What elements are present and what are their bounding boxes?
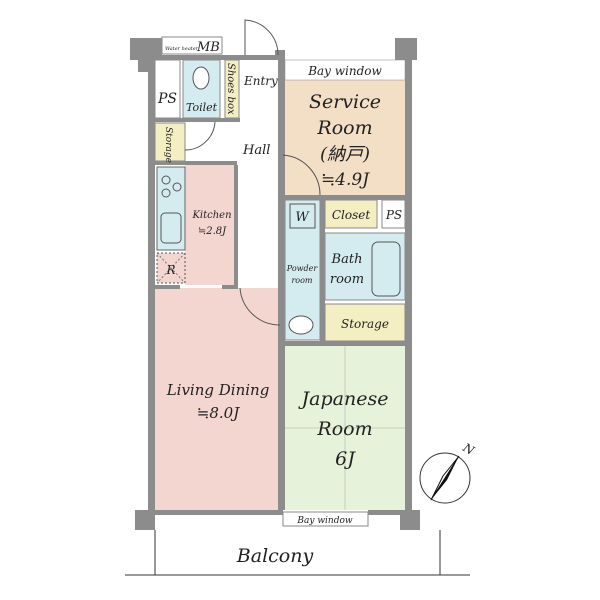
bay-window-bottom-label: Bay window [296, 516, 352, 526]
mb-label: MB [196, 40, 220, 55]
living-dining-label: Living Dining [166, 381, 270, 399]
bay-window-top-label: Bay window [307, 64, 382, 78]
washer-box [289, 203, 316, 229]
storage-small-label: Storage [163, 127, 173, 163]
balcony [125, 530, 470, 576]
bay-window-bottom [282, 511, 369, 527]
shoes-box-label: Shoes box [225, 63, 236, 115]
water-heater-label: Water heater [165, 46, 199, 52]
refrigerator-label: R [165, 263, 175, 277]
kitchen-label: Kitchen [191, 210, 231, 221]
powder-room-label: Powder [286, 264, 319, 273]
service-room-size: ≒4.9J [321, 170, 370, 190]
entry-label: Entry [243, 74, 278, 88]
service-room-label-2: Room [316, 117, 372, 139]
living-dining-size: ≒8.0J [197, 404, 240, 422]
bath-room-label-2: room [330, 272, 364, 287]
balcony-label: Balcony [236, 545, 314, 567]
kitchen-size: ≒2.8J [198, 226, 227, 237]
ps-right-label: PS [385, 208, 402, 222]
compass-icon [419, 452, 471, 504]
kitchen-floor [185, 165, 237, 285]
bath-floor [324, 232, 406, 301]
north-label: N [460, 440, 477, 458]
bath-room-label: Bath [331, 252, 363, 267]
washer-label: W [295, 210, 310, 225]
storage [324, 303, 406, 342]
ps-left-label: PS [157, 91, 177, 107]
japanese-room-label: Japanese [298, 388, 389, 410]
japanese-room-label-2: Room [316, 418, 372, 440]
hall-label: Hall [242, 143, 270, 158]
refrigerator-space [156, 252, 186, 284]
powder-room-label-2: room [291, 276, 312, 285]
service-room-floor [285, 80, 405, 195]
ps-left [154, 59, 181, 119]
service-room-label-3: (納戸) [320, 144, 370, 165]
japanese-room-size: 6J [335, 448, 356, 470]
service-room-label: Service [309, 91, 381, 113]
walls [130, 38, 420, 530]
living-dining-floor [155, 288, 282, 510]
closet-label: Closet [332, 208, 371, 222]
storage-label: Storage [341, 317, 389, 331]
toilet-label: Toilet [186, 101, 218, 114]
entry-door[interactable] [244, 19, 279, 56]
